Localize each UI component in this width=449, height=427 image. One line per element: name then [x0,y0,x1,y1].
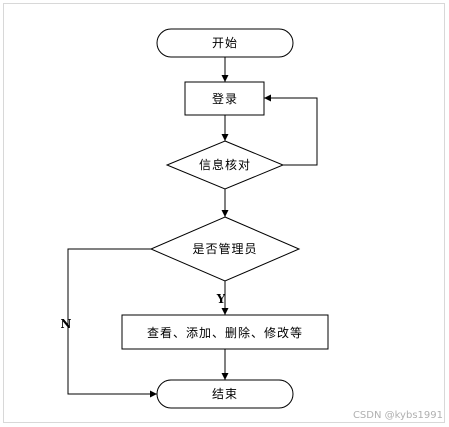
no-label: N [61,317,72,331]
edge-admin-no [67,248,157,398]
actions-node: 查看、添加、删除、修改等 [121,314,329,350]
edge-verify-retry [264,94,318,166]
watermark: CSDN @kybs1991 [353,410,443,421]
is-admin-label: 是否管理员 [192,241,257,256]
actions-label: 查看、添加、删除、修改等 [147,325,303,340]
verify-node: 信息核对 [165,140,285,190]
is-admin-node: 是否管理员 [149,216,301,282]
login-label: 登录 [212,91,238,106]
end-label: 结束 [212,387,238,401]
start-node: 开始 [156,28,294,58]
end-node: 结束 [156,379,294,409]
verify-label: 信息核对 [199,157,251,172]
yes-label: Y [216,292,226,306]
start-label: 开始 [212,36,238,50]
login-node: 登录 [184,81,265,116]
